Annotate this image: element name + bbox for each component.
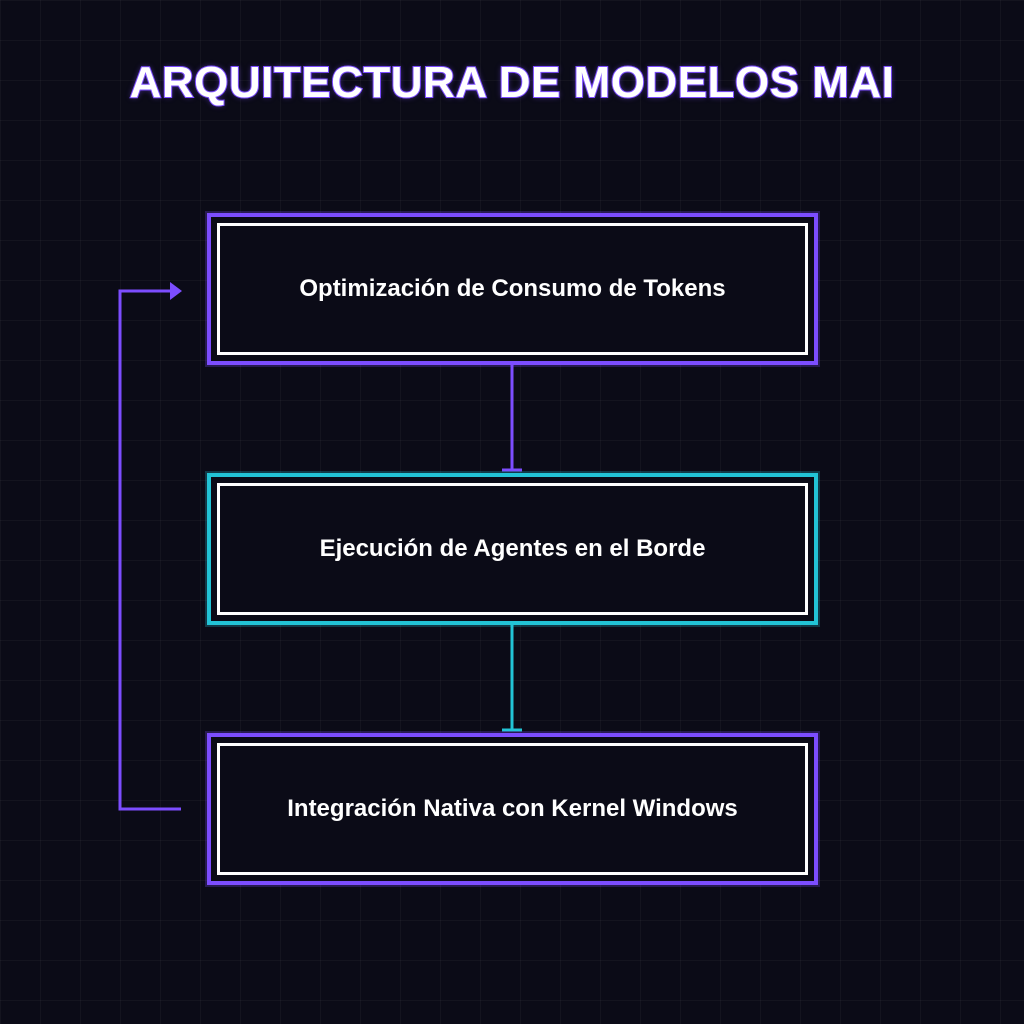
node-kernel-integration: Integración Nativa con Kernel Windows (207, 733, 818, 885)
node-token-optimization-label: Optimización de Consumo de Tokens (217, 223, 808, 355)
node-kernel-integration-label: Integración Nativa con Kernel Windows (217, 743, 808, 875)
feedback-loop-line (118, 289, 181, 811)
diagram-title: ARQUITECTURA DE MODELOS MAI (129, 57, 895, 108)
node-edge-agents: Ejecución de Agentes en el Borde (207, 473, 818, 625)
node-edge-agents-label: Ejecución de Agentes en el Borde (217, 483, 808, 615)
feedback-arrow-head (170, 282, 182, 300)
node-token-optimization: Optimización de Consumo de Tokens (207, 213, 818, 365)
